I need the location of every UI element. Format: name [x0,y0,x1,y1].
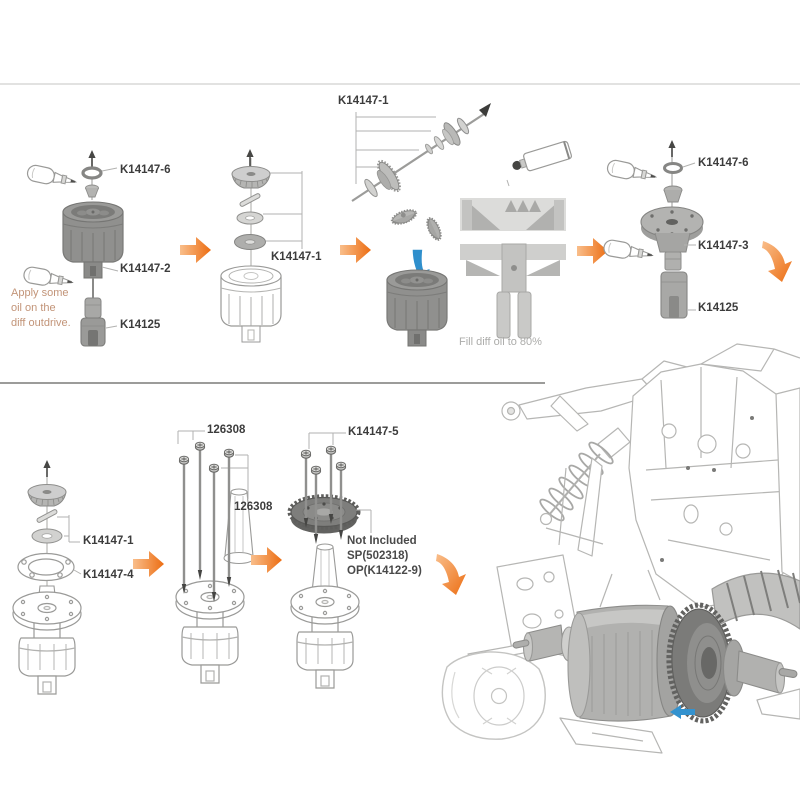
part-label-shaft-set-step3: K14147-1 [338,95,389,107]
part-label-screws-side-step6: 126308 [234,501,273,513]
diff-case-outline [220,265,282,343]
up-arrow-icon [245,148,255,167]
leader-lines [682,162,696,311]
part-label-screws-top-step6: 126308 [207,424,246,436]
part-label-internals-step5: K14147-1 [83,535,134,547]
screw [178,455,190,596]
screw [194,441,206,582]
gasket [17,552,75,582]
part-label-screws-step7: K14147-5 [348,426,399,438]
diff-body-outline [175,580,245,684]
diff-case [386,269,448,347]
note-fill-oil: Fill diff oil to 80% [459,336,542,348]
shock-tower [628,363,797,608]
bracket-lines [177,430,249,499]
bracket-lines [355,112,436,184]
step1-illustration [22,149,124,347]
bevel-gear [27,484,67,507]
bevel-gear [231,166,271,189]
diff-body-outline [12,591,82,695]
orange-arrow-icon [340,237,371,263]
loose-bevel-gear [390,209,418,225]
leader-lines [101,167,119,329]
bracket-lines [263,171,303,249]
part-label-oring-step4: K14147-6 [698,157,749,169]
step4-illustration [602,139,704,319]
step3-illustration [351,103,572,347]
note-apply-oil-line-2: oil on the [11,302,56,314]
note-not-included-line-2: SP(502318) [347,550,409,562]
orange-arrow-icon [577,238,608,264]
cross-pin [239,193,261,207]
note-apply-oil-line-1: Apply some [11,287,69,299]
note-not-included-line-1: Not Included [347,535,417,547]
blue-mini-arrow-icon [670,705,695,719]
up-arrow-icon [87,149,97,168]
oil-bottle-icon [25,163,79,191]
step2-illustration [220,148,303,343]
diff-body-outline [290,585,360,689]
note-not-included-line-3: OP(K14122-9) [347,565,422,577]
orange-arrow-icon [251,547,282,573]
oil-fill-cross-section [456,198,570,339]
pulley-gear [287,494,361,534]
oil-bottle-icon [602,238,656,264]
note-apply-oil-line-3: diff outdrive. [11,317,71,329]
orange-curved-arrow-icon [762,241,792,282]
part-label-gasket-step5: K14147-4 [83,569,134,581]
bracket-lines [57,515,82,575]
part-label-outdrive-step1: K14125 [120,319,161,331]
part-label-oring-step1: K14147-6 [120,164,171,176]
part-label-diff-step4: K14147-3 [698,240,749,252]
orange-arrow-icon [133,551,164,577]
oil-bottle-icon [605,158,659,186]
chassis-render [441,343,800,754]
assembled-diff-render [512,602,798,724]
part-label-internals-step2: K14147-1 [271,251,322,263]
up-arrow-icon [667,139,677,158]
up-arrow-icon [42,459,52,478]
step7-illustration [287,432,372,689]
diff-case [62,201,124,279]
part-label-case-step1: K14147-2 [120,263,171,275]
cross-pin [36,509,58,523]
o-ring [663,162,683,174]
step6-illustration [175,430,255,684]
bracket-lines [308,432,372,533]
shaft-arrow-tip [479,103,491,117]
oil-tube-icon [512,140,572,172]
o-ring [81,166,103,180]
loose-bevel-gear [426,217,442,241]
orange-arrow-icon [180,237,211,263]
part-label-outdrive-step4: K14125 [698,302,739,314]
step5-illustration [12,459,82,695]
orange-curved-arrow-icon [436,554,466,595]
